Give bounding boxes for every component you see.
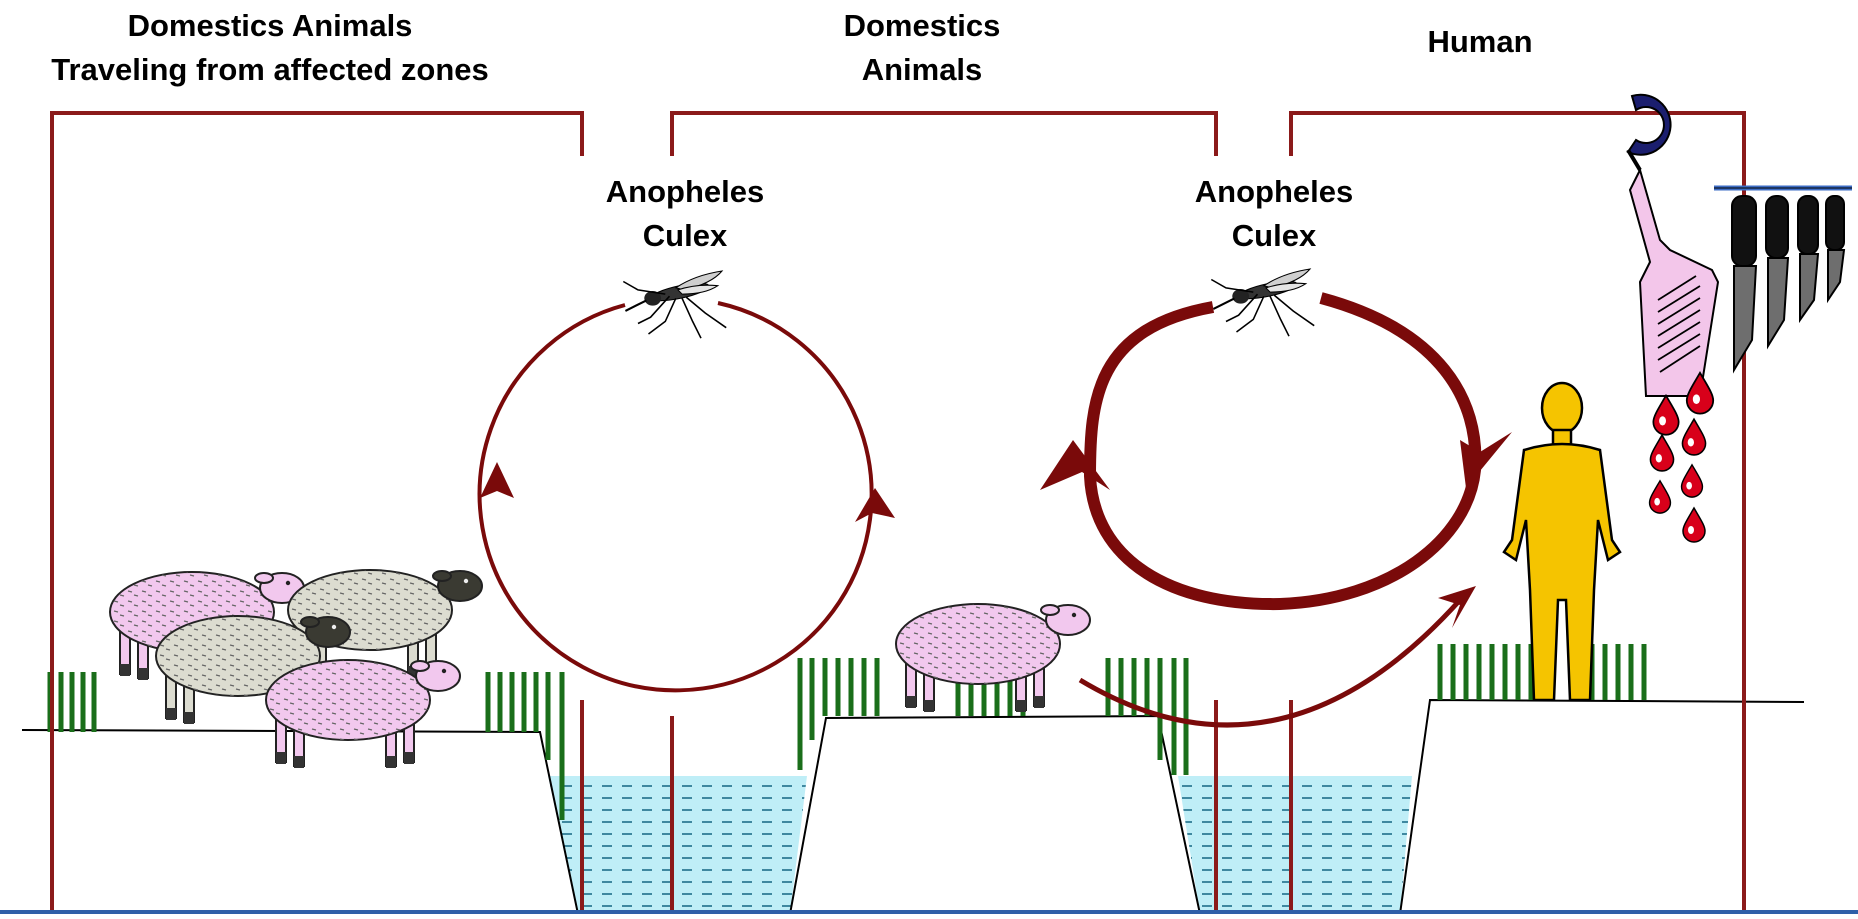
water-pool-right — [1178, 776, 1412, 914]
knife-icon — [1732, 196, 1844, 370]
sheep-icon — [266, 660, 460, 768]
ground-line — [22, 700, 1804, 914]
panel3-title: Human — [1380, 20, 1580, 64]
left-transmission-cycle — [480, 303, 895, 690]
carcass-icon — [1630, 170, 1718, 396]
vector-label-left: Anopheles Culex — [545, 170, 825, 258]
blood-drop-icon — [1683, 508, 1705, 542]
mosquito-icon — [1211, 269, 1314, 336]
panel3-title-text: Human — [1380, 20, 1580, 64]
blood-drop-icon — [1682, 419, 1705, 455]
water-pool-left — [548, 776, 807, 914]
vector-label-left-line2: Culex — [545, 214, 825, 258]
vector-label-left-line1: Anopheles — [545, 170, 825, 214]
blood-drop-icon — [1653, 396, 1678, 435]
meat-hook-icon — [1628, 95, 1671, 170]
vector-label-right-line1: Anopheles — [1134, 170, 1414, 214]
panel-frames — [52, 113, 1744, 914]
blood-drop-icon — [1682, 465, 1703, 497]
panel1-title: Domestics Animals Traveling from affecte… — [0, 4, 540, 92]
bottom-border — [0, 910, 1858, 914]
panel2-title-line1: Domestics — [762, 4, 1082, 48]
mosquito-icon — [623, 271, 726, 338]
sheep-icon — [896, 604, 1090, 712]
panel2-title-line2: Animals — [762, 48, 1082, 92]
panel2-title: Domestics Animals — [762, 4, 1082, 92]
blood-drop-icon — [1650, 481, 1671, 513]
blood-drop-icon — [1650, 435, 1673, 471]
vector-label-right-line2: Culex — [1134, 214, 1414, 258]
panel1-title-line1: Domestics Animals — [0, 4, 540, 48]
panel1-title-line2: Traveling from affected zones — [0, 48, 540, 92]
vector-label-right: Anopheles Culex — [1134, 170, 1414, 258]
